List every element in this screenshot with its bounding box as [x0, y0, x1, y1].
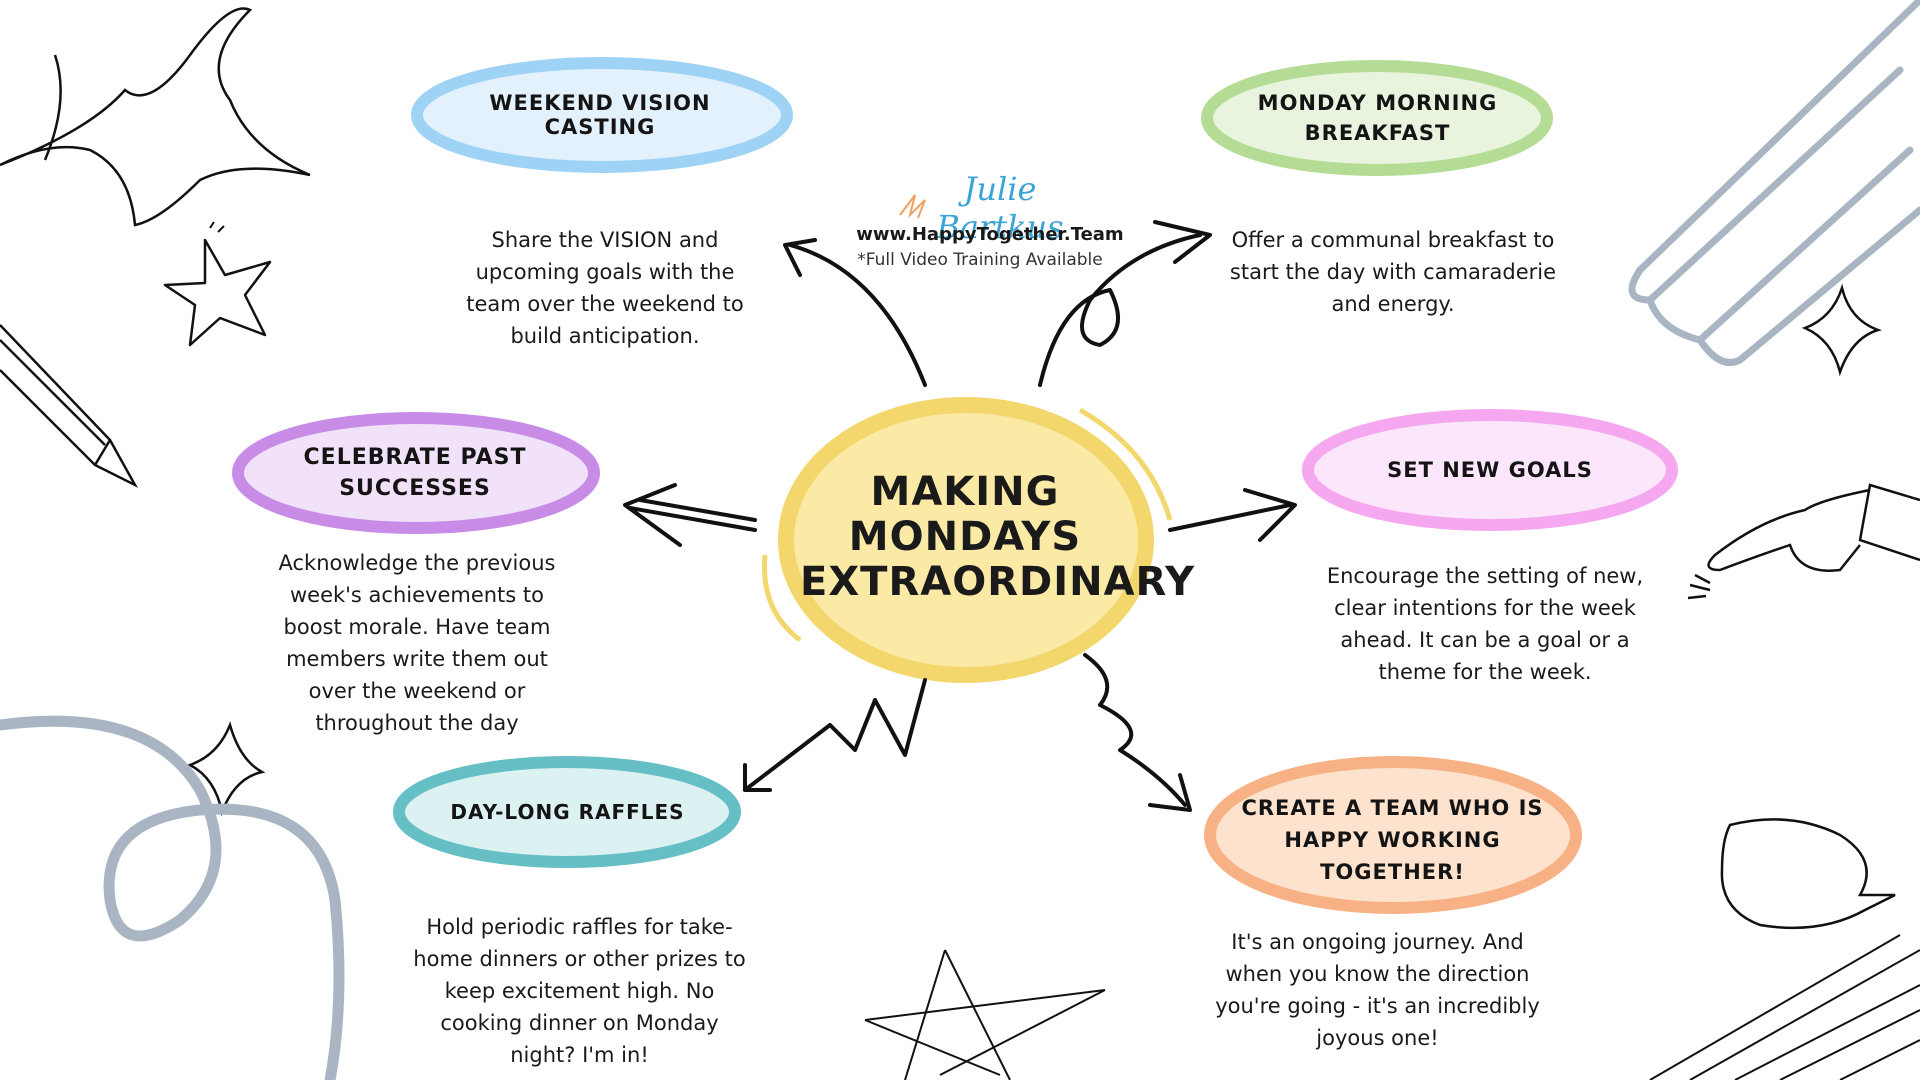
bubble-day-long-raffles: [393, 756, 741, 868]
arrowhead-weekend-vision: [783, 238, 817, 277]
pointing-hand-icon: [1687, 483, 1920, 600]
arrowhead-day-long-raffles: [743, 763, 772, 792]
arrow-to-day-long-raffles: [743, 678, 927, 792]
center-bubble: [778, 397, 1154, 683]
hatch-lines-decoration: [1649, 934, 1920, 1080]
arrowhead-set-new-goals: [1243, 488, 1297, 542]
arrow-to-monday-breakfast: [1038, 233, 1202, 387]
bubble-celebrate-past: [232, 412, 600, 534]
node-desc-set-new-goals: Encourage the setting of new, clear inte…: [1326, 564, 1644, 684]
bubble-set-new-goals: [1302, 409, 1678, 531]
star-doodle-icon: [0, 7, 311, 227]
node-desc-celebrate-past: Acknowledge the previous week's achievem…: [278, 551, 556, 735]
brand-name: Julie Bartkus: [936, 170, 1064, 246]
node-desc-day-long-raffles: Hold periodic raffles for take-home dinn…: [413, 915, 746, 1067]
outline-star-icon: [864, 949, 1106, 1080]
speech-bubble-icon: [1720, 818, 1896, 930]
sparkle-icon-right: [1801, 283, 1882, 377]
bubble-create-team: [1204, 756, 1582, 914]
brand-note: *Full Video Training Available: [857, 250, 1103, 270]
arrow-to-set-new-goals: [1168, 503, 1292, 532]
swirl-decoration: [0, 715, 345, 1080]
arrowhead-monday-breakfast: [1153, 220, 1212, 264]
node-desc-create-team: It's an ongoing journey. And when you kn…: [1215, 930, 1540, 1050]
arrow-to-weekend-vision: [788, 243, 927, 387]
arrow-to-create-team: [1083, 653, 1187, 807]
bubble-weekend-vision: [411, 57, 793, 173]
node-title-create-team: CREATE A TEAM WHO IS HAPPY WORKING TOGET…: [1241, 796, 1544, 884]
node-title-set-new-goals: SET NEW GOALS: [1387, 458, 1593, 482]
center-title: MAKING MONDAYS EXTRAORDINARY: [800, 469, 1196, 605]
arrow-to-celebrate-past: [628, 498, 757, 532]
brand-flourish-icon: [899, 194, 926, 219]
node-title-weekend-vision: WEEKEND VISION CASTING: [489, 91, 711, 139]
pencil-icon: [0, 324, 139, 488]
node-desc-monday-breakfast: Offer a communal breakfast to start the …: [1229, 228, 1557, 316]
arrowhead-create-team: [1148, 773, 1192, 812]
node-title-celebrate-past: CELEBRATE PAST SUCCESSES: [303, 445, 527, 501]
node-title-monday-breakfast: MONDAY MORNING BREAKFAST: [1257, 91, 1498, 145]
arrowhead-celebrate-past: [623, 483, 682, 547]
scribble-decoration: [1628, 0, 1920, 366]
node-title-day-long-raffles: DAY-LONG RAFFLES: [450, 800, 685, 824]
small-star-icon: [163, 238, 272, 347]
brand-url[interactable]: www.HappyTogether.Team: [856, 224, 1124, 245]
node-desc-weekend-vision: Share the VISION and upcoming goals with…: [466, 228, 744, 348]
bubble-monday-breakfast: [1201, 60, 1553, 176]
